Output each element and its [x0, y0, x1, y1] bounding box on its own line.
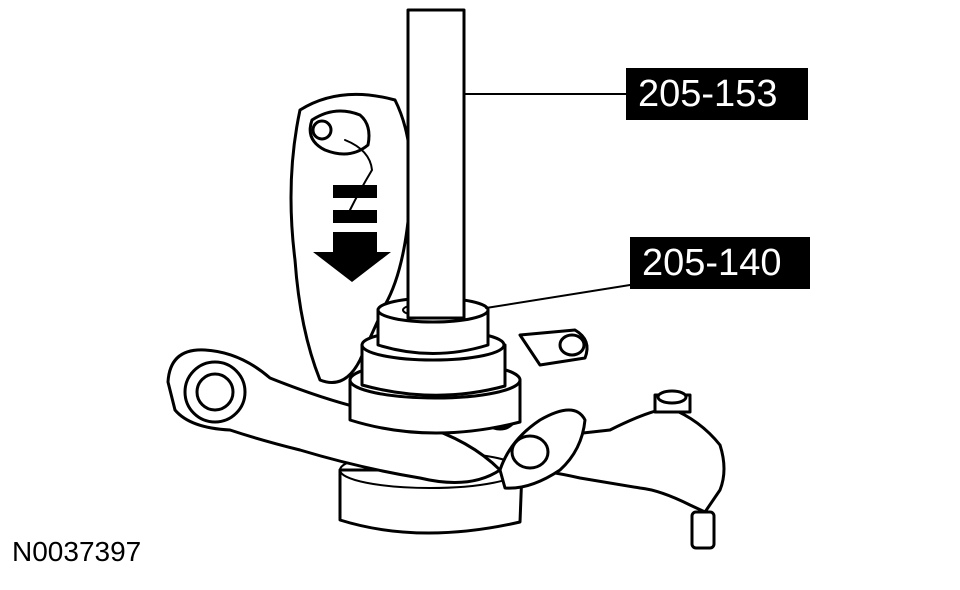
- callout-205-140: 205-140: [630, 237, 810, 289]
- hub-bearing: [348, 328, 522, 435]
- leader-lines: [463, 93, 631, 309]
- ball-joint-arm: [518, 389, 726, 550]
- callout-205-153: 205-153: [626, 68, 808, 120]
- figure-number: N0037397: [12, 536, 142, 567]
- press-direction-arrow: [313, 185, 391, 282]
- tool-205-153-rod: [406, 8, 466, 320]
